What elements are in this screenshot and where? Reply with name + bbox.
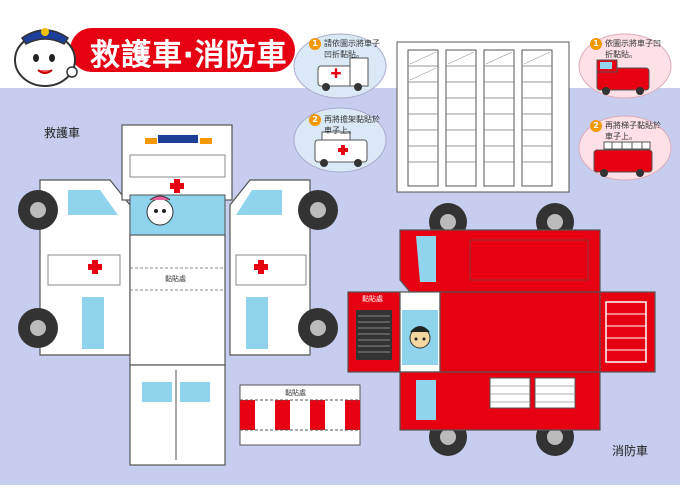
title-bar xyxy=(70,28,295,72)
ambulance-step2-text: 再將擔架黏貼於車子上。 xyxy=(324,115,380,135)
ladder-icon xyxy=(603,141,651,150)
ladder-icon xyxy=(605,301,647,363)
ambulance-step1-number: 1 xyxy=(309,38,321,50)
firetruck-step1-text: 依圖示將車子凹折黏貼。 xyxy=(605,39,661,59)
firetruck-step1-number: 1 xyxy=(590,38,602,50)
mascot-icon xyxy=(14,28,78,87)
firetruck-net xyxy=(347,203,656,456)
firetruck-glue-label: 黏貼處 xyxy=(362,295,383,303)
ambulance-step2-number: 2 xyxy=(309,114,321,126)
red-cross-icon xyxy=(88,260,102,274)
firetruck-step2-text: 再將梯子黏貼於車子上。 xyxy=(605,121,661,141)
stretcher-piece xyxy=(396,41,570,193)
stretcher-glue-label: 黏貼處 xyxy=(285,389,306,397)
firetruck-label: 消防車 xyxy=(612,444,649,458)
firetruck-step2-number: 2 xyxy=(590,120,602,132)
ambulance-step1-text: 請依圖示將車子凹折黏貼。 xyxy=(324,39,380,59)
firetruck-step1-bubble xyxy=(578,33,672,99)
page-title: 救護車‧消防車 xyxy=(90,38,288,73)
ambulance-label: 救護車 xyxy=(44,126,81,140)
red-cross-icon xyxy=(254,260,268,274)
small-stretcher-piece xyxy=(239,384,361,446)
wheel-icon xyxy=(298,190,338,348)
ambulance-step1-bubble xyxy=(293,33,387,99)
wheel-icon xyxy=(18,190,58,348)
ambulance-net xyxy=(18,124,338,466)
red-cross-icon xyxy=(170,179,184,193)
ambulance-glue-label: 黏貼處 xyxy=(165,275,186,283)
driver-icon xyxy=(146,195,174,226)
firetruck-step2-bubble xyxy=(578,115,672,181)
firefighter-icon xyxy=(409,326,431,349)
